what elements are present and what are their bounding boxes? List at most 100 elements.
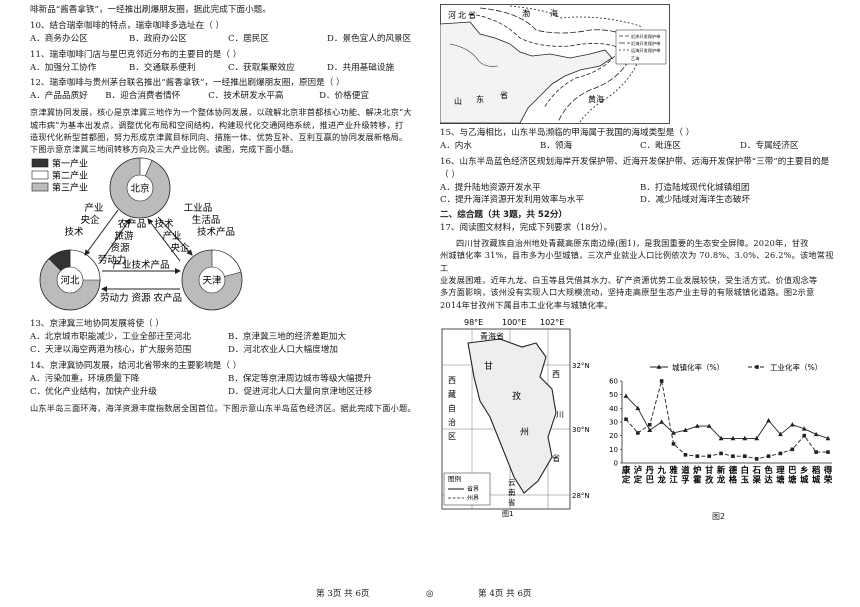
map-label: 治: [448, 417, 456, 427]
flow-label: 农产品: [118, 218, 147, 230]
question-stem: 11、瑞幸咖啡门店与星巴克邻近分布的主要目的是（ ）: [30, 49, 242, 60]
option-b[interactable]: B．迎合消费者情怀: [105, 91, 181, 102]
page-number-right: 第 4页 共 6页: [478, 589, 532, 600]
option-d[interactable]: D．河北农业人口大幅度增加: [228, 345, 339, 356]
x-tick-label: 得: [823, 465, 833, 475]
data-point: [742, 435, 748, 441]
option-c[interactable]: C．天津以海空两港为核心，扩大服务范围: [30, 345, 192, 356]
options: A．产品品质好 B．迎合消费者情怀 C．技术研发水平高 D．价格便宜: [30, 90, 426, 103]
option-a[interactable]: A．产品品质好: [30, 91, 88, 102]
lon-label: 102°E: [540, 318, 564, 327]
legend-label-secondary: 第二产业: [52, 170, 88, 182]
x-tick-label: 玉: [741, 474, 750, 484]
flow-label: 产业: [84, 202, 103, 214]
option-c[interactable]: C．获取集聚效应: [228, 62, 295, 73]
question-14: 14、京津冀协同发展，给河北省带来的主要影响是（ ） A．污染加重，环境质量下降…: [30, 360, 426, 399]
map-label: 省: [500, 90, 508, 100]
data-point: [730, 435, 736, 441]
data-point: [789, 422, 795, 427]
map-label: 省: [508, 497, 516, 507]
binding-mark: ◎: [426, 589, 434, 600]
map-label: 甘: [484, 360, 493, 372]
material-line: 下图示意京津冀三地间转移方向及三大产业比例。读图，完成下面小题。: [30, 144, 299, 155]
option-a[interactable]: A．提升陆地资源开发水平: [440, 182, 541, 193]
legend-label: 省界: [467, 485, 479, 493]
data-point: [707, 454, 711, 458]
option-c[interactable]: C．优化产业结构，加快产业升级: [30, 386, 157, 397]
x-tick-label: 新: [717, 465, 726, 475]
material-line: 2014年甘孜州下属县市工业化率与城镇化率。: [440, 299, 613, 310]
option-b[interactable]: B．京津冀三地的经济差距加大: [228, 332, 347, 343]
options: A．提升陆地资源开发水平 B．打造陆域现代化城镇组团 C．提升海洋资源开发利用效…: [440, 182, 840, 208]
option-c[interactable]: C．居民区: [228, 33, 269, 44]
legend-label-tertiary: 第三产业: [52, 182, 88, 194]
question-stem: 15、与乙海相比，山东半岛濒临的甲海属于我国的海域类型是（ ）: [440, 128, 695, 138]
x-tick-label: 城: [812, 474, 821, 484]
option-d[interactable]: D．减少陆域对海洋生态破坏: [640, 195, 751, 206]
x-tick-label: 城: [800, 474, 809, 484]
option-c[interactable]: C．毗连区: [640, 140, 681, 151]
map-label: 区: [448, 432, 456, 441]
page-number-left: 第 3页 共 6页: [316, 589, 370, 600]
y-tick-label: 40: [609, 405, 618, 413]
data-point: [813, 431, 819, 437]
x-tick-label: 巴: [788, 465, 797, 475]
options: A．污染加重，环境质量下降 B．保定等京津周边城市等级大幅提升 C．优化产业结构…: [30, 373, 426, 399]
option-b[interactable]: B．交通联系便利: [129, 62, 196, 73]
question-16: 16、山东半岛蓝色经济区规划海岸开发保护带、近海开发保护带、远海开发保护带“三带…: [440, 156, 840, 208]
option-a[interactable]: A．污染加重，环境质量下降: [30, 373, 140, 384]
data-point: [814, 450, 818, 454]
data-point: [647, 422, 652, 427]
y-tick-label: 60: [609, 377, 618, 385]
flow-label: 资源: [110, 243, 130, 254]
option-a[interactable]: A．商务办公区: [30, 33, 88, 44]
options: A．商务办公区 B．政府办公区 C．居民区 D．景色宜人的风景区: [30, 33, 426, 46]
option-b[interactable]: B．政府办公区: [129, 33, 187, 44]
map-label: 西: [552, 370, 560, 379]
x-tick-label: 丹: [645, 465, 655, 475]
lat-label: 32°N: [572, 362, 590, 370]
map-label: 北: [458, 11, 466, 20]
map-label: 川: [556, 410, 564, 419]
map-label: 孜: [512, 390, 521, 402]
x-tick-label: 巴: [646, 474, 655, 484]
data-point: [790, 447, 795, 452]
question-stem: 16、山东半岛蓝色经济区规划海岸开发保护带、近海开发保护带、远海开发保护带“三带…: [440, 156, 830, 167]
legend-label: 近岸开发保护带: [631, 33, 660, 40]
option-a[interactable]: A．加强分工协作: [30, 62, 97, 73]
data-point: [754, 457, 759, 461]
option-b[interactable]: B．打造陆域现代化城镇组团: [640, 182, 750, 193]
x-tick-label: 格: [729, 474, 738, 484]
option-c[interactable]: C．技术研发水平高: [208, 91, 284, 102]
option-d[interactable]: D．促进河北人口大量向京津地区迁移: [228, 386, 373, 397]
option-b[interactable]: B．保定等京津周边城市等级大幅提升: [228, 373, 372, 384]
flow-label: 央企: [170, 242, 190, 254]
option-d[interactable]: D．专属经济区: [740, 140, 799, 151]
option-a[interactable]: A．北京城市职能减少，工业全部迁至河北: [30, 332, 191, 343]
data-point: [647, 427, 653, 432]
ganzi-boundary: [467, 338, 557, 494]
option-d[interactable]: D．共用基础设施: [327, 62, 395, 73]
x-tick-label: 塘: [776, 474, 785, 484]
question-stem-tail: （ ）: [440, 169, 460, 180]
option-d[interactable]: D．价格便宜: [319, 91, 369, 102]
material-line: 造现代化新型首都圈，努力形成京津冀目标同向、措施一体、优势互补、互利互赢的协同发…: [30, 131, 408, 142]
data-point: [694, 423, 700, 428]
data-point: [719, 451, 723, 456]
x-tick-label: 霍: [693, 474, 701, 484]
x-tick-label: 定: [621, 474, 631, 484]
flow-label: 旅游: [114, 230, 134, 242]
option-c[interactable]: C．提升海洋资源开发利用效率与水平: [440, 195, 585, 206]
option-a[interactable]: A．内水: [440, 140, 472, 151]
question-12: 12、瑞幸咖啡与贵州茅台联名推出“酱香拿铁”，一经推出刷爆朋友圈，原因是（ ） …: [30, 77, 426, 103]
options: A．内水 B．领海 C．毗连区 D．专属经济区: [440, 140, 840, 153]
option-d[interactable]: D．景色宜人的风景区: [327, 33, 412, 44]
question-13: 13、京津冀三地协同发展将使（ ） A．北京城市职能减少，工业全部迁至河北 B．…: [30, 318, 426, 357]
option-b[interactable]: B．领海: [540, 140, 573, 151]
flow-label: 技术: [154, 218, 174, 230]
belt-nearshore: [469, 13, 621, 109]
section-heading: 二、综合题（共 3题，共 52分）: [440, 210, 568, 221]
hebei-pie: 河北: [39, 250, 101, 311]
